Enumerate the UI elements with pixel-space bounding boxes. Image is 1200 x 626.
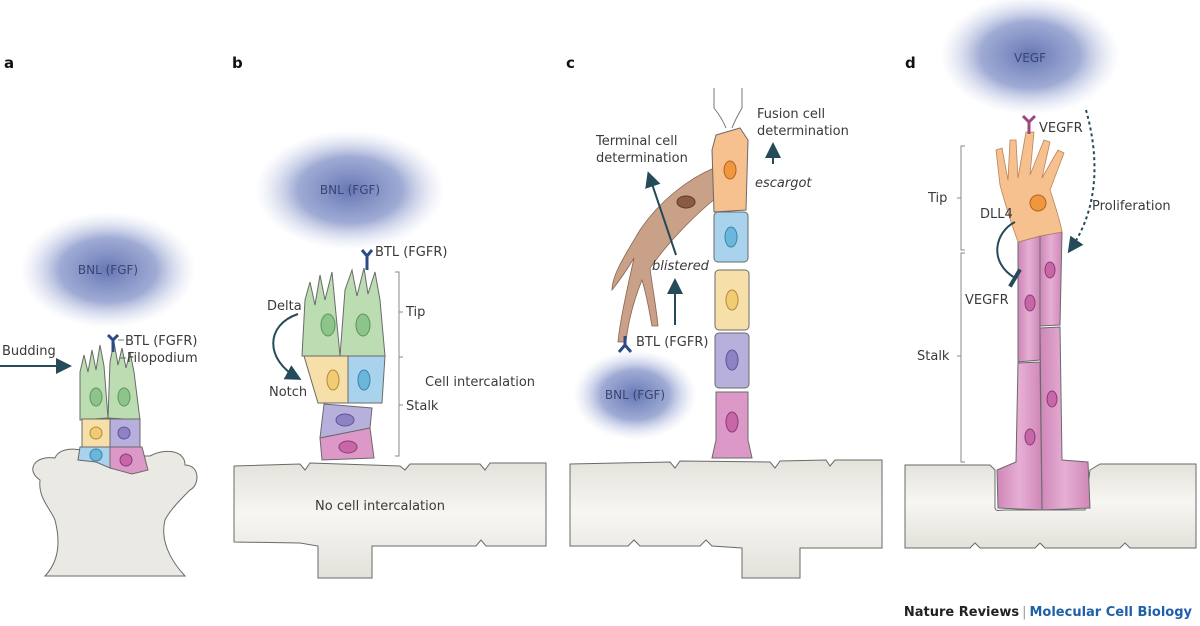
tube (569, 459, 883, 579)
nucleus (320, 313, 336, 337)
cloud-label: BNL (FGF) (605, 388, 665, 402)
stalk-cell (1039, 231, 1063, 327)
notch-label: Notch (269, 385, 307, 400)
nucleus (725, 349, 739, 371)
budding-label: Budding (2, 344, 56, 359)
terminal-label-1: Terminal cell (595, 134, 677, 149)
nucleus (326, 369, 340, 391)
nucleus (89, 426, 103, 440)
vegfr-label: VEGFR (1039, 121, 1083, 136)
stalk-cell (996, 361, 1043, 511)
nucleus (724, 226, 738, 248)
nucleus (338, 440, 358, 454)
journal-name: Nature Reviews (903, 605, 1020, 620)
proliferation-label: Proliferation (1092, 199, 1171, 214)
receptor-label: BTL (FGFR) (375, 245, 447, 260)
nucleus (1029, 194, 1047, 212)
stalk-cell (1039, 326, 1091, 511)
vegf-cloud (940, 0, 1120, 115)
nucleus (335, 413, 355, 427)
tip-cell-right (339, 267, 386, 357)
delta-label: Delta (267, 299, 302, 314)
tip-cell-left (79, 344, 109, 421)
nucleus (119, 453, 133, 467)
terminal-label-2: determination (596, 151, 688, 166)
nucleus (89, 448, 103, 462)
fusion-label-1: Fusion cell (757, 107, 825, 122)
btl-receptor-icon (617, 336, 633, 353)
btl-receptor-icon (106, 333, 120, 352)
bnl-cloud (573, 350, 697, 440)
nucleus (355, 313, 371, 337)
cloud-label: BNL (FGF) (78, 263, 138, 277)
tube (233, 462, 547, 579)
journal-separator: | (1022, 605, 1027, 620)
nucleus (725, 411, 739, 433)
nucleus (1046, 390, 1058, 408)
nucleus (1044, 261, 1056, 279)
tip-bracket (960, 145, 965, 251)
panel-a: a BNL (FGF) BTL (FGFR) Filopodium Buddin… (0, 54, 198, 577)
nucleus (723, 160, 737, 180)
filopodium-label: Filopodium (127, 351, 198, 366)
blistered-label: blistered (652, 259, 710, 274)
terminal-cell (611, 167, 717, 343)
nucleus (117, 426, 131, 440)
tip-stalk-bracket (395, 271, 403, 457)
panel-d: d VEGF VEGFR Proliferation DLL4 VEGFR Ti… (904, 0, 1197, 549)
panel-b: b BNL (FGF) No cell intercalation BTL (F… (232, 54, 547, 579)
bnl-cloud (20, 212, 196, 328)
no-intercalation-label: No cell intercalation (315, 499, 445, 514)
tissue-lump (32, 448, 198, 577)
journal-subject: Molecular Cell Biology (1029, 605, 1192, 620)
cloud-label: BNL (FGF) (320, 183, 380, 197)
delta-notch-arrow (272, 313, 302, 380)
nucleus (357, 369, 371, 391)
nucleus (1024, 294, 1036, 312)
nucleus (117, 387, 131, 407)
nucleus (676, 195, 696, 209)
journal-credit: Nature Reviews|Molecular Cell Biology (904, 605, 1192, 620)
fusion-label-2: determination (757, 124, 849, 139)
tip-cell (995, 131, 1065, 243)
vegfr-receptor-icon (1021, 114, 1037, 134)
receptor-label: BTL (FGFR) (125, 334, 197, 349)
panel-label-a: a (4, 54, 14, 72)
nucleus (1024, 428, 1036, 446)
terminal-arrow (645, 171, 677, 256)
btl-receptor-icon (360, 249, 374, 270)
fusion-neck (713, 88, 743, 129)
nucleus (725, 289, 739, 311)
bnl-cloud (255, 130, 445, 250)
panel-label-d: d (905, 54, 916, 72)
tip-label: Tip (927, 191, 947, 206)
escargot-label: escargot (755, 176, 812, 191)
stalk-bracket (960, 252, 965, 463)
intercalation-label: Cell intercalation (425, 375, 535, 390)
panel-label-b: b (232, 54, 243, 72)
panel-label-c: c (566, 54, 575, 72)
nucleus (89, 387, 103, 407)
dll4-label: DLL4 (980, 207, 1013, 222)
proliferation-arrow (1067, 109, 1096, 254)
stalk-label: Stalk (406, 399, 439, 414)
vegfr-stalk-label: VEGFR (965, 293, 1009, 308)
receptor-label: BTL (FGFR) (636, 335, 708, 350)
cloud-label: VEGF (1014, 51, 1046, 65)
panel-c: c Terminal cell determination Fusion cel… (566, 54, 883, 579)
tip-cell-left (301, 271, 341, 357)
tip-label: Tip (405, 305, 425, 320)
stalk-cell-yellow (303, 355, 349, 404)
stalk-label: Stalk (917, 349, 950, 364)
dll4-inhibition-arrow (996, 221, 1022, 288)
